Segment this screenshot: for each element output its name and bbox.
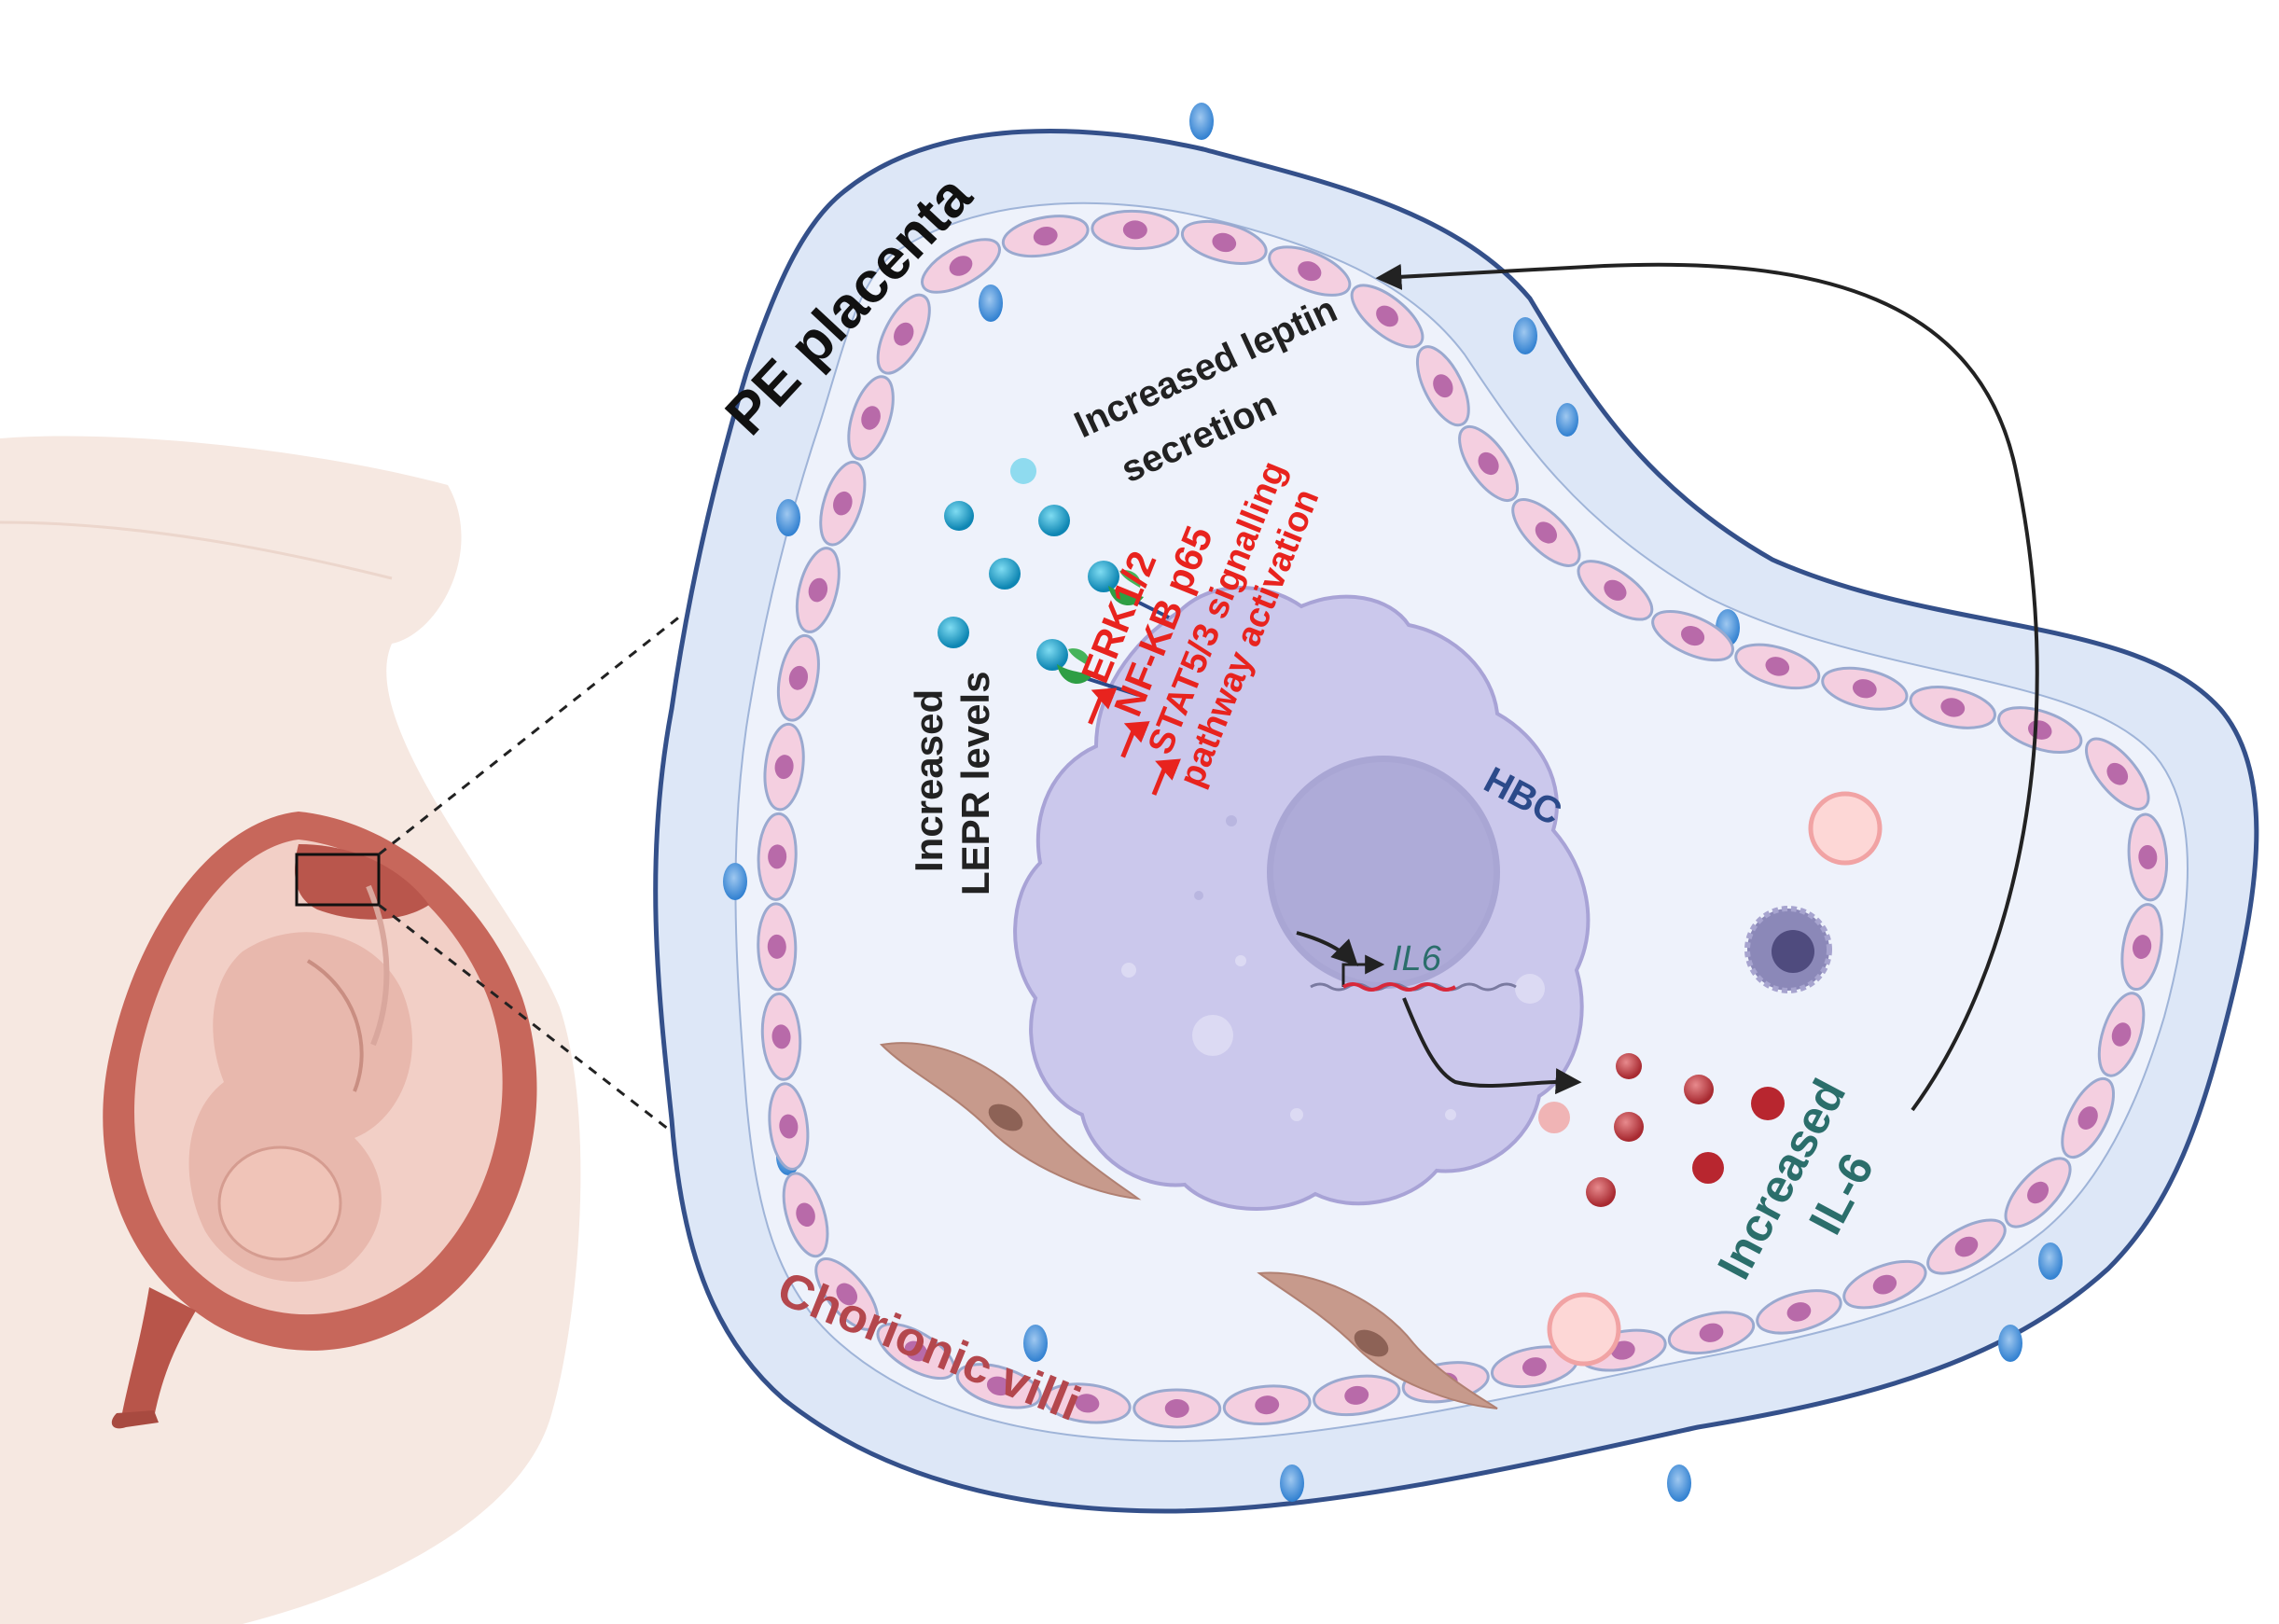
endothelial-nucleus — [1765, 657, 1790, 676]
endothelial-nucleus — [1522, 1357, 1547, 1377]
endothelial-nucleus — [767, 934, 786, 959]
up-arrow-icon — [1120, 721, 1150, 758]
endothelial-nucleus — [2133, 935, 2152, 959]
endothelial-nucleus — [2078, 1106, 2098, 1130]
endothelial-nucleus — [1376, 305, 1398, 327]
il6-molecules — [1538, 1053, 1785, 1207]
endothelial-nucleus — [1478, 451, 1499, 476]
endothelial-nucleus — [1298, 261, 1322, 282]
endothelial-nucleus — [1433, 374, 1453, 398]
endothelial-nucleus — [1164, 1398, 1189, 1418]
endothelial-nucleus — [779, 1114, 799, 1139]
transcription-arrow-icon — [1341, 954, 1385, 987]
up-arrow-icon — [1151, 758, 1181, 796]
endothelial-nucleus — [774, 755, 794, 780]
endothelial-nucleus — [894, 322, 914, 346]
secretion-arrow-icon — [1402, 997, 1582, 1095]
endothelial-nucleus — [2111, 1022, 2132, 1047]
endothelial-nucleus — [836, 1283, 858, 1306]
endothelial-nucleus — [1940, 698, 1966, 717]
endothelial-nucleus — [904, 1340, 928, 1362]
curved-feedback-arrow-icon — [1375, 262, 2039, 1112]
immune-cell — [1744, 906, 1832, 993]
endothelial-nucleus — [1344, 1385, 1369, 1405]
endothelial-nucleus — [1535, 521, 1557, 544]
endothelial-nucleus — [808, 577, 828, 603]
endothelial-nucleus — [2106, 762, 2129, 785]
endothelial-nucleus — [949, 256, 973, 276]
endothelial-nucleus — [1033, 227, 1058, 246]
endothelial-nucleus — [861, 406, 881, 430]
endothelial-cells — [757, 209, 2169, 1429]
endothelial-nucleus — [2138, 844, 2158, 869]
endothelial-nucleus — [1255, 1395, 1280, 1415]
up-arrow-icon — [1088, 687, 1118, 725]
endothelial-nucleus — [1075, 1394, 1100, 1413]
leptin-molecules — [938, 458, 1119, 671]
increased-lepr-label-line1: Increased — [907, 689, 951, 872]
endothelial-nucleus — [2027, 1181, 2050, 1204]
endothelial-nucleus — [788, 665, 809, 690]
endothelial-nucleus — [1604, 579, 1627, 601]
il6-gene-label: IL6 — [1392, 939, 1442, 979]
endothelial-nucleus — [1954, 1236, 1979, 1257]
erythrocytes — [1547, 791, 1883, 1367]
increased-lepr-label-line2: LEPR levels — [953, 672, 997, 895]
endothelial-nucleus — [1872, 1274, 1897, 1295]
endothelial-nucleus — [1699, 1323, 1724, 1342]
il6-gene-diagram — [1296, 931, 1517, 992]
uterus-with-fetus — [103, 812, 537, 1429]
endothelial-nucleus — [1852, 679, 1877, 699]
endothelial-nucleus — [1680, 626, 1705, 646]
lepr-receptors — [1057, 570, 1170, 697]
endothelial-nucleus — [768, 844, 787, 869]
endothelial-nucleus — [1212, 232, 1237, 253]
zoom-region-box — [295, 853, 381, 907]
endothelial-nucleus — [986, 1376, 1011, 1396]
endothelial-nucleus — [1786, 1302, 1812, 1322]
endothelial-nucleus — [1122, 220, 1147, 240]
endothelial-nucleus — [796, 1202, 815, 1228]
endothelial-nucleus — [771, 1024, 791, 1049]
fibroblasts — [879, 1042, 1498, 1409]
hofbauer-cell — [1013, 586, 1591, 1211]
endothelial-nucleus — [833, 491, 853, 516]
